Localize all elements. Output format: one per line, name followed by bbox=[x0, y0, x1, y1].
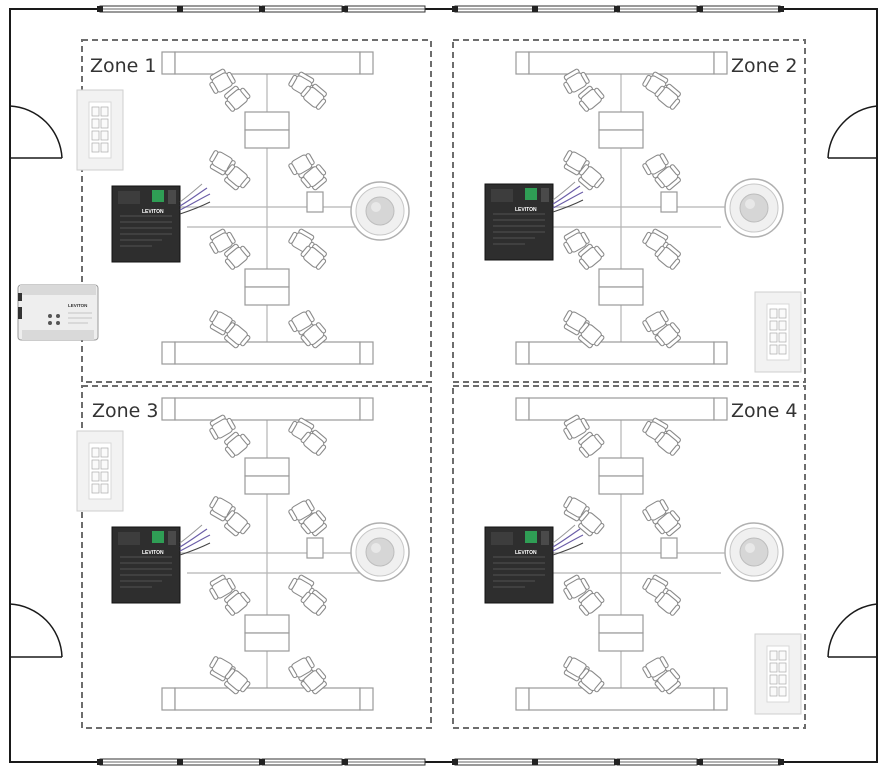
svg-text:LEVITON: LEVITON bbox=[515, 207, 537, 213]
room-controller-icon: LEVITON bbox=[111, 524, 211, 604]
zone-4: Zone 4 LEVITON bbox=[452, 385, 806, 729]
door-icon bbox=[9, 603, 63, 658]
zone-label: Zone 3 bbox=[92, 400, 159, 422]
occupancy-sensor-icon bbox=[350, 522, 410, 582]
zone-label: Zone 1 bbox=[90, 55, 157, 77]
zone-label: Zone 2 bbox=[731, 55, 798, 77]
zone-border bbox=[452, 385, 806, 729]
window-icon bbox=[96, 5, 784, 13]
wall-switch-icon bbox=[754, 633, 802, 715]
wall-switch-icon bbox=[76, 89, 124, 171]
door-icon bbox=[827, 105, 878, 159]
svg-text:LEVITON: LEVITON bbox=[68, 303, 87, 308]
svg-text:LEVITON: LEVITON bbox=[515, 550, 537, 556]
room-controller-icon: LEVITON bbox=[111, 183, 211, 263]
door-icon bbox=[6, 105, 63, 161]
occupancy-sensor-icon bbox=[724, 522, 784, 582]
occupancy-sensor-icon bbox=[724, 178, 784, 238]
zone-1: Zone 1 LEVITON bbox=[76, 39, 432, 383]
zone-border bbox=[81, 385, 432, 729]
room-controller-icon: LEVITON bbox=[484, 524, 584, 604]
room-controller-icon: LEVITON bbox=[484, 181, 584, 261]
wall-switch-icon bbox=[754, 291, 802, 373]
zone-border bbox=[452, 39, 806, 383]
svg-text:LEVITON: LEVITON bbox=[142, 209, 164, 215]
window-icon bbox=[96, 758, 784, 766]
building-wall bbox=[9, 8, 878, 763]
zone-border bbox=[81, 39, 432, 383]
svg-text:LEVITON: LEVITON bbox=[142, 550, 164, 556]
wall-switch-icon bbox=[76, 430, 124, 512]
zone-label: Zone 4 bbox=[731, 400, 798, 422]
occupancy-sensor-icon bbox=[350, 181, 410, 241]
din-rail-controller-icon: LEVITON bbox=[17, 284, 99, 341]
zone-3: Zone 3 LEVITON bbox=[76, 385, 432, 729]
zone-2: Zone 2 LEVITON bbox=[452, 39, 806, 383]
door-icon bbox=[827, 603, 878, 658]
